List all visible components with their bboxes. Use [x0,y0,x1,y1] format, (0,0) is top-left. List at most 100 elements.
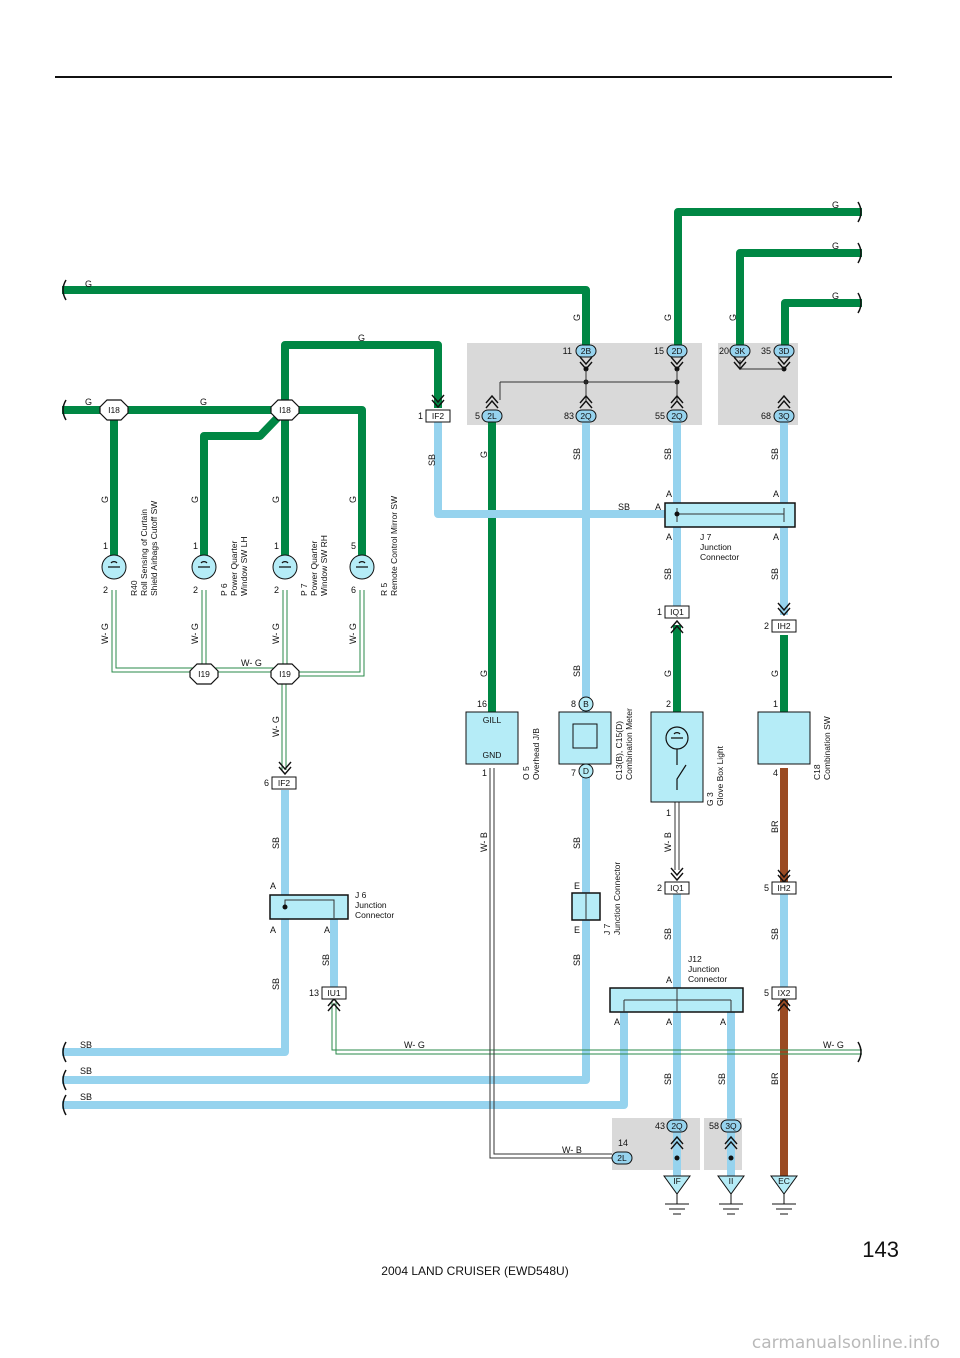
svg-text:2: 2 [657,883,662,893]
svg-text:W- G: W- G [271,623,281,644]
svg-text:G 3: G 3 [705,792,715,806]
j7-junction-connector-a [664,502,796,528]
inline-connectors [271,409,797,1000]
svg-text:P 6: P 6 [219,583,229,596]
svg-text:Junction: Junction [700,542,732,552]
svg-text:SB: SB [271,837,281,849]
conn-ih2-top: IH2 [777,621,791,631]
svg-text:Glove Box Light: Glove Box Light [715,745,725,806]
svg-text:5: 5 [764,883,769,893]
conn-iu1: IU1 [327,988,341,998]
wire-label: W- G [241,658,262,668]
svg-text:BR: BR [770,820,780,833]
conn-2q-55: 2Q [671,411,683,421]
svg-text:SB: SB [271,978,281,990]
svg-text:13: 13 [309,988,319,998]
wire-label: W- G [823,1040,844,1050]
svg-text:A: A [666,489,672,499]
svg-text:J12: J12 [688,954,702,964]
svg-text:5: 5 [351,541,356,551]
svg-text:W- G: W- G [100,623,110,644]
svg-text:E: E [574,881,580,891]
svg-text:Junction Connector: Junction Connector [612,862,622,935]
svg-text:Overhead J/B: Overhead J/B [531,728,541,780]
conn-ih2-bot: IH2 [777,883,791,893]
svg-text:R 5: R 5 [379,583,389,597]
overhead-jb-box [465,711,519,765]
conn-2q-43: 2Q [671,1121,683,1131]
conn-i18-b: I18 [279,405,291,415]
conn-2d: 2D [672,346,683,356]
svg-text:5: 5 [764,988,769,998]
svg-text:A: A [270,881,276,891]
svg-text:1: 1 [773,699,778,709]
conn-3q-58: 3Q [725,1121,737,1131]
continuation-braces [62,201,862,1116]
svg-text:Power Quarter: Power Quarter [229,541,239,596]
ground-ec: EC [778,1176,790,1186]
component-j12-label: J12 Junction Connector [688,954,727,984]
svg-text:1: 1 [666,808,671,818]
conn-ix2: IX2 [778,988,791,998]
component-p6-label: P 6 Power Quarter Window SW LH [219,536,249,596]
switch-icons [108,561,368,568]
conn-i19-b: I19 [279,669,291,679]
svg-text:G: G [479,670,489,677]
svg-text:Shield Airbags Cutoff SW: Shield Airbags Cutoff SW [149,501,159,596]
svg-text:R40: R40 [129,580,139,596]
vertical-wire-labels: G G G G SB SB SB SB G G G G W- G W- G W-… [100,314,780,1085]
svg-text:8: 8 [571,699,576,709]
svg-text:A: A [666,532,672,542]
conn-2l-14: 2L [617,1153,627,1163]
svg-text:A: A [773,489,779,499]
svg-text:SB: SB [717,1073,727,1085]
svg-text:2: 2 [666,699,671,709]
svg-text:SB: SB [321,954,331,966]
svg-text:J 6: J 6 [355,890,367,900]
svg-text:G: G [663,314,673,321]
svg-text:A: A [666,975,672,985]
svg-text:Connector: Connector [355,910,394,920]
conn-3d: 3D [779,346,790,356]
page-number: 143 [862,1237,899,1262]
wire-label: G [85,279,92,289]
component-c18-label: C18 Combination SW [812,716,832,780]
svg-text:SB: SB [572,837,582,849]
combination-meter-box [558,711,612,765]
svg-text:SB: SB [663,928,673,940]
svg-text:W- B: W- B [479,832,489,852]
svg-text:16: 16 [477,699,487,709]
jb-connector-pills [481,344,795,1165]
component-r5-label: R 5 Remote Control Mirror SW [379,496,399,596]
wire-wb-bundle [489,768,680,1159]
wire-wg-bundle [111,590,862,1055]
svg-text:Junction: Junction [355,900,387,910]
wire-g-right-2 [736,249,862,345]
svg-text:E: E [574,925,580,935]
svg-text:1: 1 [418,411,423,421]
component-j7a-label: J 7 Junction Connector [700,532,739,562]
svg-text:A: A [655,502,661,512]
wire-label: W- G [404,1040,425,1050]
svg-text:2: 2 [103,585,108,595]
component-c13-label: C13(B), C15(D) Combination Meter [614,708,634,780]
svg-text:14: 14 [618,1138,628,1148]
component-j6-label: J 6 Junction Connector [355,890,394,920]
wire-label: SB [80,1066,92,1076]
ground-symbols [663,1175,798,1215]
svg-text:G: G [770,670,780,677]
svg-text:5: 5 [475,411,480,421]
component-p7-label: P 7 Power Quarter Window SW RH [299,535,329,596]
svg-text:1: 1 [482,768,487,778]
svg-text:G: G [572,314,582,321]
ground-if: IF [673,1176,681,1186]
svg-text:A: A [270,925,276,935]
svg-text:G: G [100,496,110,503]
svg-text:C13(B), C15(D): C13(B), C15(D) [614,721,624,780]
svg-text:SB: SB [427,454,437,466]
svg-text:A: A [666,1017,672,1027]
svg-text:A: A [720,1017,726,1027]
svg-text:BR: BR [770,1072,780,1085]
conn-if2-top: IF2 [432,411,445,421]
component-j7b-label: J 7 Junction Connector [602,862,622,935]
